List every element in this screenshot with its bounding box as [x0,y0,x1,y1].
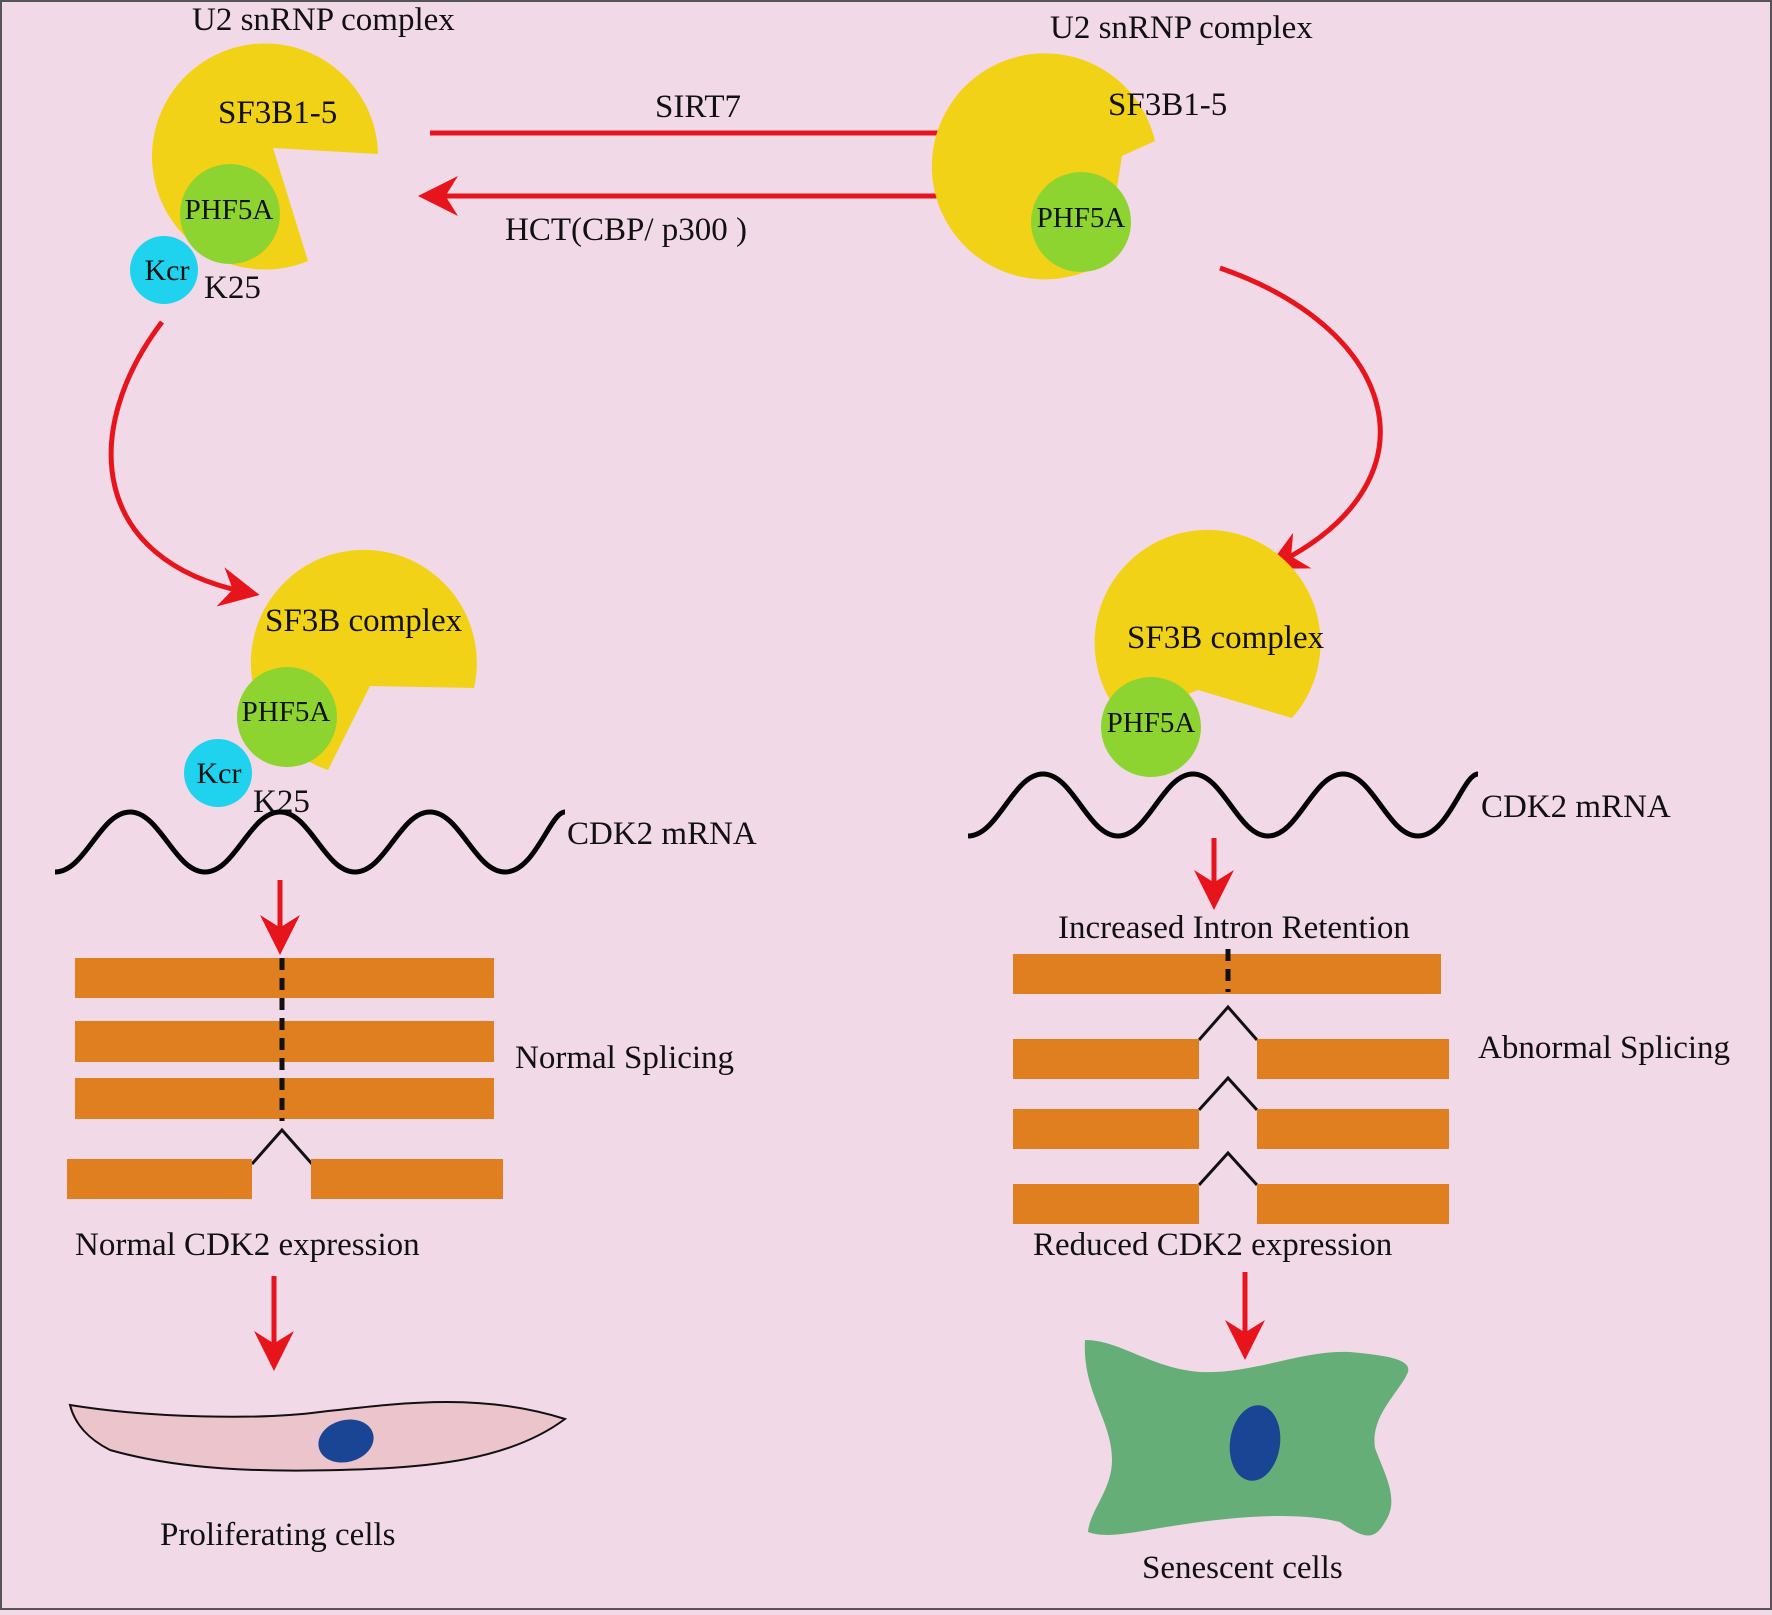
right-phf5a-label: PHF5A [1107,707,1196,739]
right-exon-row2-right [1257,1109,1449,1149]
right-retention-label: Increased Intron Retention [1058,910,1410,946]
proliferating-cell-body [68,1401,568,1472]
top-right-phf5a-circle [1031,172,1131,272]
senescent-cell [1084,1340,1409,1536]
left-kcr-label: Kcr [197,757,242,790]
exchange-arrows: SIRT7 HCT(CBP/ p300 ) [418,89,1015,248]
right-curved-arrow [1219,265,1383,569]
left-sf3b-complex: SF3B complex PHF5A Kcr K25 [184,549,477,820]
right-exon-row1-right [1257,1039,1449,1079]
top-left-complex: U2 snRNP complex SF3B1-5 PHF5A Kcr K25 [130,2,455,306]
right-expression-label: Reduced CDK2 expression [1033,1227,1392,1263]
proliferating-cell [68,1401,568,1472]
top-right-complex: U2 snRNP complex SF3B1-5 PHF5A [931,10,1313,280]
top-left-site-label: K25 [204,270,261,306]
left-sf3b-label: SF3B complex [265,603,463,639]
hct-label: HCT(CBP/ p300 ) [505,212,747,248]
top-right-title: U2 snRNP complex [1050,10,1313,46]
top-right-sf3b-label: SF3B1-5 [1108,87,1227,123]
left-mrna-label: CDK2 mRNA [567,816,757,852]
top-right-phf5a-label: PHF5A [1037,202,1126,234]
top-left-kcr-circle [130,236,198,304]
right-mrna-wave [967,771,1479,839]
right-splice-junction-2 [1197,1075,1259,1112]
left-phf5a-circle [237,667,337,767]
left-kcr-circle [184,739,252,807]
right-sf3b-complex: SF3B complex PHF5A [1094,529,1325,777]
proliferating-cell-label: Proliferating cells [160,1517,396,1553]
senescent-cell-nucleus [1229,1405,1281,1481]
left-splicing-label: Normal Splicing [515,1040,734,1076]
right-exon-row1-left [1013,1039,1199,1079]
senescent-cell-label: Senescent cells [1142,1550,1343,1586]
left-spliced-exon-left [67,1159,252,1199]
left-spliced-exon-right [311,1159,503,1199]
right-splice-junction-1 [1197,1004,1259,1041]
right-phf5a-circle [1101,677,1201,777]
right-exon-row3-left [1013,1184,1199,1224]
top-left-title: U2 snRNP complex [192,2,455,38]
left-curved-arrow [108,320,260,607]
top-left-phf5a-circle [180,164,280,264]
right-exon-row3-right [1257,1184,1449,1224]
right-exon-row2-left [1013,1109,1199,1149]
left-splice-junction [250,1127,314,1165]
left-mrna-wave [54,809,566,875]
top-left-kcr-label: Kcr [145,254,190,287]
top-left-sf3b-label: SF3B1-5 [218,95,337,131]
left-site-label: K25 [253,784,310,820]
top-left-phf5a-label: PHF5A [185,194,274,226]
left-splicing: Normal Splicing [67,958,734,1199]
proliferating-cell-nucleus [318,1419,374,1463]
right-sf3b-label: SF3B complex [1127,620,1325,656]
left-expression-label: Normal CDK2 expression [75,1227,420,1263]
right-splice-junction-3 [1197,1150,1259,1187]
left-phf5a-label: PHF5A [242,696,331,728]
right-splicing-label: Abnormal Splicing [1478,1030,1730,1066]
right-splicing: Abnormal Splicing [1013,949,1730,1224]
right-mrna-label: CDK2 mRNA [1481,789,1671,825]
sirt7-label: SIRT7 [655,89,741,125]
right-sf3b-pacman [1094,529,1321,720]
